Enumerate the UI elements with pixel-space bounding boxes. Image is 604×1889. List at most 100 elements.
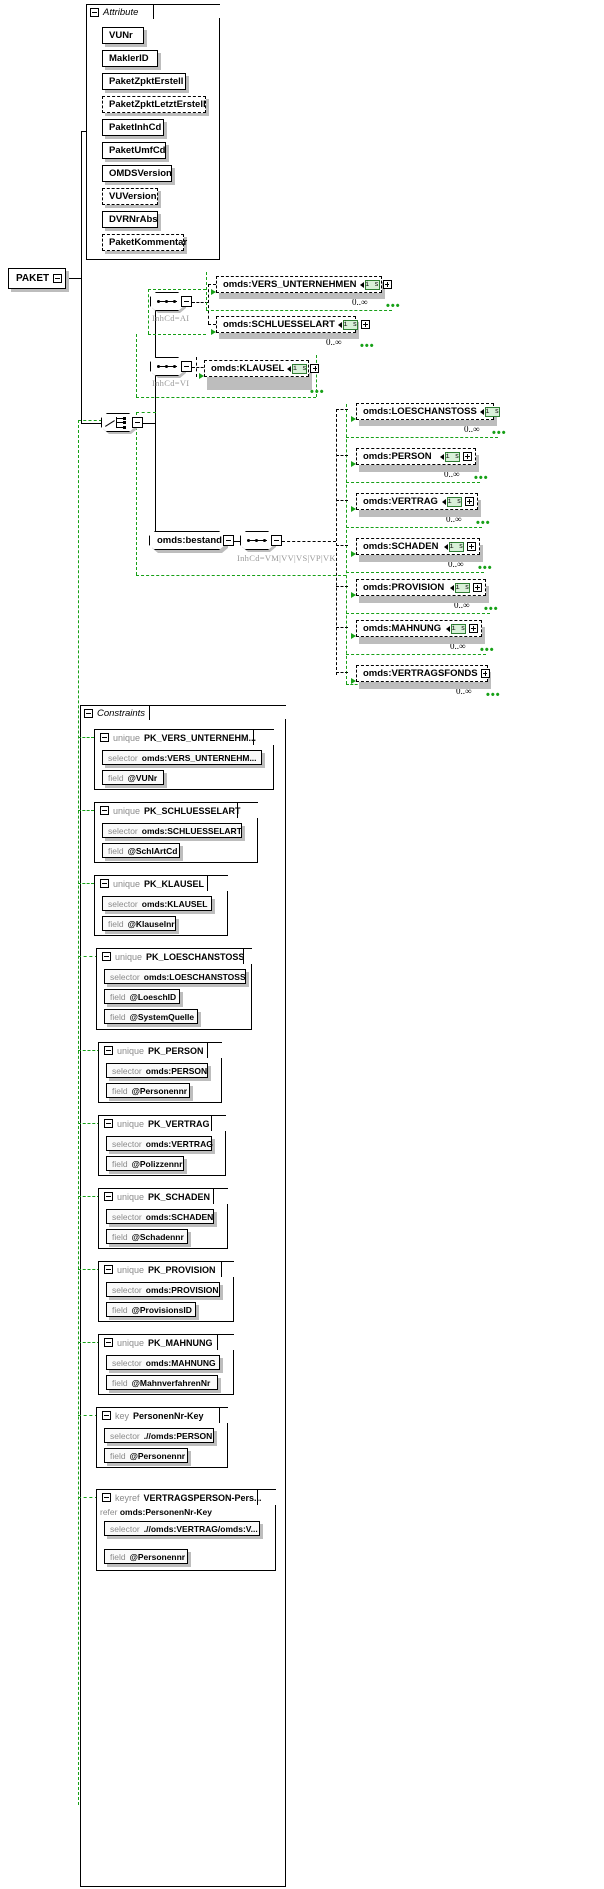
element-vers-unternehmen[interactable]: omds:VERS_UNTERNEHMEN i s bbox=[216, 276, 392, 293]
constraint-header-2[interactable]: unique PK_KLAUSEL bbox=[94, 875, 208, 891]
attribute-paketzpkterstell[interactable]: PaketZpktErstell bbox=[102, 73, 186, 90]
constraint-field-1-0[interactable]: field@SchlArtCd bbox=[102, 843, 180, 858]
collapse-icon[interactable] bbox=[100, 879, 109, 888]
constraints-link bbox=[78, 1196, 100, 1197]
connector bbox=[336, 500, 348, 501]
collapse-icon[interactable] bbox=[104, 1046, 113, 1055]
constraint-header-1[interactable]: unique PK_SCHLUESSELART bbox=[94, 802, 241, 818]
attribute-vunr[interactable]: VUNr bbox=[102, 27, 144, 44]
constraint-header-9[interactable]: key PersonenNr-Key bbox=[96, 1407, 220, 1423]
constraint-header-4[interactable]: unique PK_PERSON bbox=[98, 1042, 208, 1058]
occurrence-schaden: 0..∞ bbox=[448, 559, 464, 569]
constraint-header-5[interactable]: unique PK_VERTRAG bbox=[98, 1115, 212, 1131]
expand-toggle[interactable] bbox=[181, 296, 192, 307]
collapse-icon[interactable] bbox=[53, 274, 63, 283]
collapse-icon[interactable] bbox=[104, 1119, 113, 1128]
attribute-frame-tab[interactable]: Attribute bbox=[86, 4, 154, 19]
expand-icon[interactable] bbox=[473, 583, 482, 592]
collapse-icon[interactable] bbox=[104, 1192, 113, 1201]
attribute-vuversion[interactable]: VUVersion bbox=[102, 188, 158, 205]
element-vertrag[interactable]: omds:VERTRAG i s bbox=[356, 493, 478, 510]
constraint-field-0-0[interactable]: field@VUNr bbox=[102, 770, 164, 785]
constraint-selector-9[interactable]: selector.//omds:PERSON bbox=[104, 1428, 214, 1443]
expand-icon[interactable] bbox=[465, 497, 474, 506]
collapse-icon[interactable] bbox=[90, 7, 99, 17]
connector bbox=[336, 627, 348, 628]
expand-toggle[interactable] bbox=[271, 535, 282, 546]
element-person[interactable]: omds:PERSON i s bbox=[356, 448, 476, 465]
sequence-compositor-vi[interactable] bbox=[150, 357, 192, 378]
constraint-field-2-0[interactable]: field@Klauselnr bbox=[102, 916, 176, 931]
element-provision[interactable]: omds:PROVISION i s bbox=[356, 579, 486, 596]
constraint-header-8[interactable]: unique PK_MAHNUNG bbox=[98, 1334, 218, 1350]
collapse-icon[interactable] bbox=[84, 708, 93, 718]
constraint-header-7[interactable]: unique PK_PROVISION bbox=[98, 1261, 222, 1277]
element-label: omds:PROVISION bbox=[363, 582, 445, 593]
constraint-field-8-0[interactable]: field@MahnverfahrenNr bbox=[106, 1375, 218, 1390]
attribute-maklerid[interactable]: MaklerID bbox=[102, 50, 158, 67]
attribute-dvrnrabs[interactable]: DVRNrAbs bbox=[102, 211, 158, 228]
badge-arrow-icon bbox=[359, 281, 364, 288]
attribute-paketinhcd[interactable]: PaketInhCd bbox=[102, 119, 164, 136]
constraint-field-5-0[interactable]: field@Polizzennr bbox=[106, 1156, 184, 1171]
constraint-header-3[interactable]: unique PK_LOESCHANSTOSS bbox=[96, 948, 244, 964]
attribute-paketkommentar[interactable]: PaketKommentar bbox=[102, 234, 187, 251]
expand-icon[interactable] bbox=[463, 452, 472, 461]
collapse-icon[interactable] bbox=[102, 952, 111, 961]
choice-compositor[interactable] bbox=[101, 413, 143, 434]
element-label: omds:SCHLUESSELART bbox=[223, 319, 335, 330]
attribute-omdsversion[interactable]: OMDSVersion bbox=[102, 165, 172, 182]
expand-icon[interactable] bbox=[480, 669, 490, 678]
collapse-icon[interactable] bbox=[104, 1265, 113, 1274]
sequence-compositor-bestand[interactable] bbox=[240, 531, 282, 552]
bestand-expand-toggle[interactable] bbox=[223, 535, 234, 546]
constraint-field-10-0[interactable]: field@Personennr bbox=[104, 1549, 188, 1564]
sequence-compositor-ai[interactable] bbox=[150, 292, 192, 313]
root-element-paket[interactable]: PAKET bbox=[8, 268, 66, 289]
constraints-frame bbox=[80, 719, 286, 1887]
element-label: omds:VERTRAGSFONDS bbox=[363, 668, 478, 679]
expand-icon[interactable] bbox=[382, 280, 392, 289]
element-klausel[interactable]: omds:KLAUSEL i s bbox=[204, 360, 320, 377]
expand-icon[interactable] bbox=[467, 542, 476, 551]
constraint-selector-10[interactable]: selector.//omds:VERTRAG/omds:V... bbox=[104, 1521, 260, 1536]
expand-toggle[interactable] bbox=[132, 417, 143, 428]
sequence-icon bbox=[157, 365, 177, 368]
expand-icon[interactable] bbox=[310, 364, 320, 373]
collapse-icon[interactable] bbox=[104, 1338, 113, 1347]
constraints-frame-tab[interactable]: Constraints bbox=[80, 705, 150, 720]
node-omds-bestand[interactable]: omds:bestand bbox=[149, 531, 225, 550]
constraint-field-6-0[interactable]: field@Schadennr bbox=[106, 1229, 188, 1244]
constraint-field-9-0[interactable]: field@Personennr bbox=[104, 1448, 188, 1463]
constraint-header-10[interactable]: keyref VERTRAGSPERSON-Pers... bbox=[96, 1489, 262, 1505]
attribute-paketumfcd[interactable]: PaketUmfCd bbox=[102, 142, 166, 159]
expand-icon[interactable] bbox=[360, 320, 370, 329]
constraint-field-3-0[interactable]: field@LoeschID bbox=[104, 989, 180, 1004]
expand-icon[interactable] bbox=[469, 624, 478, 633]
element-schluesselart[interactable]: omds:SCHLUESSELART i s bbox=[216, 316, 370, 333]
element-schaden[interactable]: omds:SCHADEN i s bbox=[356, 538, 480, 555]
constraint-header-0[interactable]: unique PK_VERS_UNTERNEHM... bbox=[94, 729, 256, 745]
element-vertragsfonds[interactable]: omds:VERTRAGSFONDS bbox=[356, 665, 490, 682]
element-mahnung[interactable]: omds:MAHNUNG i s bbox=[356, 620, 482, 637]
expand-toggle[interactable] bbox=[181, 361, 192, 372]
constraint-field-3-1[interactable]: field@SystemQuelle bbox=[104, 1009, 198, 1024]
attribute-paketzpktletzterstell[interactable]: PaketZpktLetztErstell bbox=[102, 96, 206, 113]
element-loeschanstoss[interactable]: omds:LOESCHANSTOSS i s bbox=[356, 403, 500, 420]
constraint-field-4-0[interactable]: field@Personennr bbox=[106, 1083, 190, 1098]
collapse-icon[interactable] bbox=[102, 1493, 111, 1502]
collapse-icon[interactable] bbox=[100, 733, 109, 742]
collapse-icon[interactable] bbox=[100, 806, 109, 815]
constraint-header-6[interactable]: unique PK_SCHADEN bbox=[98, 1188, 214, 1204]
collapse-icon[interactable] bbox=[102, 1411, 111, 1420]
constraint-field-7-0[interactable]: field@ProvisionsID bbox=[106, 1302, 196, 1317]
